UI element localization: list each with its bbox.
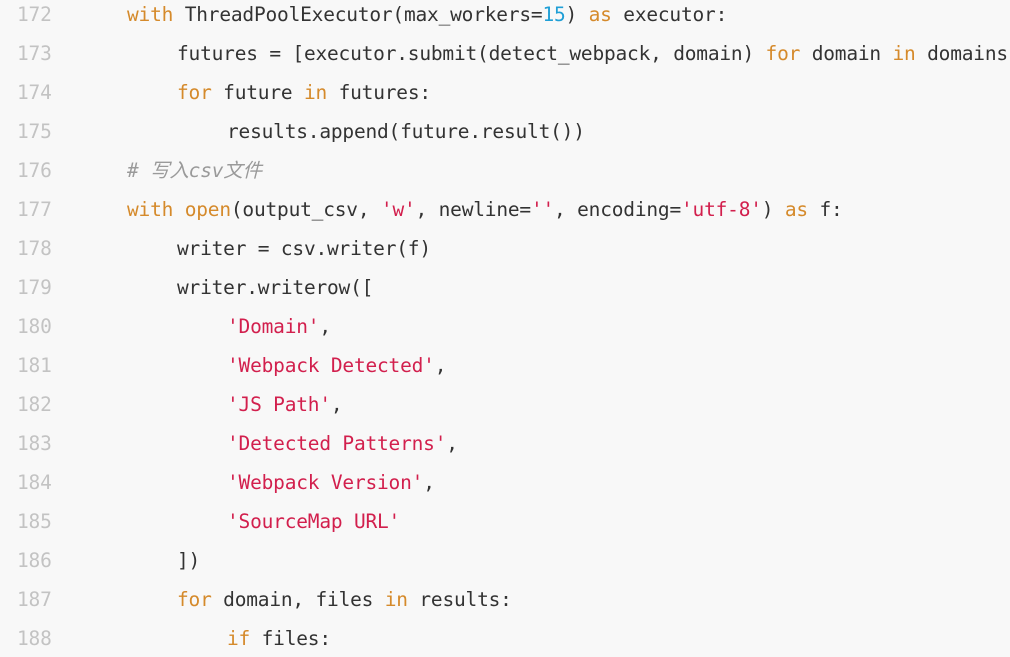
code-token: , [319,315,331,338]
code-token: 'JS Path' [227,393,331,416]
line-number: 178 [17,237,52,260]
code-token: domains] [915,42,1010,65]
code-token: , [330,393,343,416]
code-token: in [303,81,328,104]
line-number: 185 [17,510,52,533]
code-text: with ThreadPoolExecutor(max_workers=15) … [127,0,727,34]
code-token: ) [761,198,785,221]
code-token: (output_csv, [230,198,381,221]
code-text: 'Detected Patterns', [227,424,458,463]
code-text: 'Webpack Version', [227,463,435,502]
code-token: , newline= [415,198,532,221]
code-token: 'SourceMap URL' [227,510,401,533]
code-token: as [588,3,612,26]
code-token: results.append(future.result()) [227,120,585,143]
code-text: futures = [executor.submit(detect_webpac… [177,34,1010,73]
code-token: for [765,42,801,65]
code-token: as [784,198,808,221]
line-number: 187 [17,588,52,611]
code-token: future [211,81,304,104]
code-text: writer.writerow([ [177,268,373,307]
line-number: 177 [17,198,52,221]
line-number: 174 [17,81,52,104]
code-token: 'Webpack Detected' [227,354,435,377]
line-number: 179 [17,276,52,299]
line-number: 173 [17,42,52,65]
code-token: open [184,198,231,221]
code-token: 15 [542,3,566,26]
line-number: 188 [17,627,52,650]
code-text: # 写入csv文件 [127,151,262,190]
code-text: for domain, files in results: [177,580,512,619]
code-token: for [177,81,212,104]
code-token: '' [530,198,555,221]
line-number: 186 [17,549,52,572]
code-token: ]) [177,549,201,572]
code-token: futures = [executor.submit(detect_webpac… [177,42,766,65]
line-number: 180 [17,315,52,338]
line-number: 183 [17,432,52,455]
code-text: 'SourceMap URL' [227,502,400,541]
code-text: writer = csv.writer(f) [177,229,431,268]
line-number: 175 [17,120,52,143]
code-token: in [384,588,408,611]
code-token: # 写入csv文件 [127,159,262,182]
code-token: in [892,42,916,65]
code-token: , [446,432,458,455]
code-text: with open(output_csv, 'w', newline='', e… [127,190,843,229]
line-number: 181 [17,354,52,377]
code-text: 'JS Path', [227,385,343,424]
code-token: futures: [327,81,432,104]
code-token: executor: [611,3,728,26]
code-text: if files: [227,619,331,657]
code-token: 'w' [380,198,416,221]
code-text: ]) [177,541,200,580]
code-token: with [127,3,174,26]
code-token: files: [250,627,331,650]
line-number: 172 [17,3,52,26]
code-text: for future in futures: [177,73,431,112]
code-token: 'Domain' [227,315,320,338]
code-token: ThreadPoolExecutor(max_workers= [173,3,543,26]
line-number: 184 [17,471,52,494]
code-text: 'Webpack Detected', [227,346,446,385]
code-token: ) [565,3,589,26]
code-token: writer = csv.writer(f) [177,237,431,260]
line-number: 182 [17,393,52,416]
code-text: results.append(future.result()) [227,112,585,151]
code-token: writer.writerow([ [177,276,374,299]
code-token: domain [800,42,893,65]
code-token: 'utf-8' [681,198,762,221]
line-number: 176 [17,159,52,182]
code-token: , encoding= [554,198,681,221]
code-token: for [177,588,212,611]
code-token: with [127,198,174,221]
code-token: , [434,354,447,377]
code-text: 'Domain', [227,307,331,346]
code-token: f: [807,198,843,221]
code-token: 'Webpack Version' [227,471,424,494]
code-token: if [227,627,251,650]
code-token: , [423,471,435,494]
code-token [173,198,185,221]
code-token: domain, files [211,588,385,611]
code-token: results: [407,588,512,611]
code-token: 'Detected Patterns' [227,432,447,455]
